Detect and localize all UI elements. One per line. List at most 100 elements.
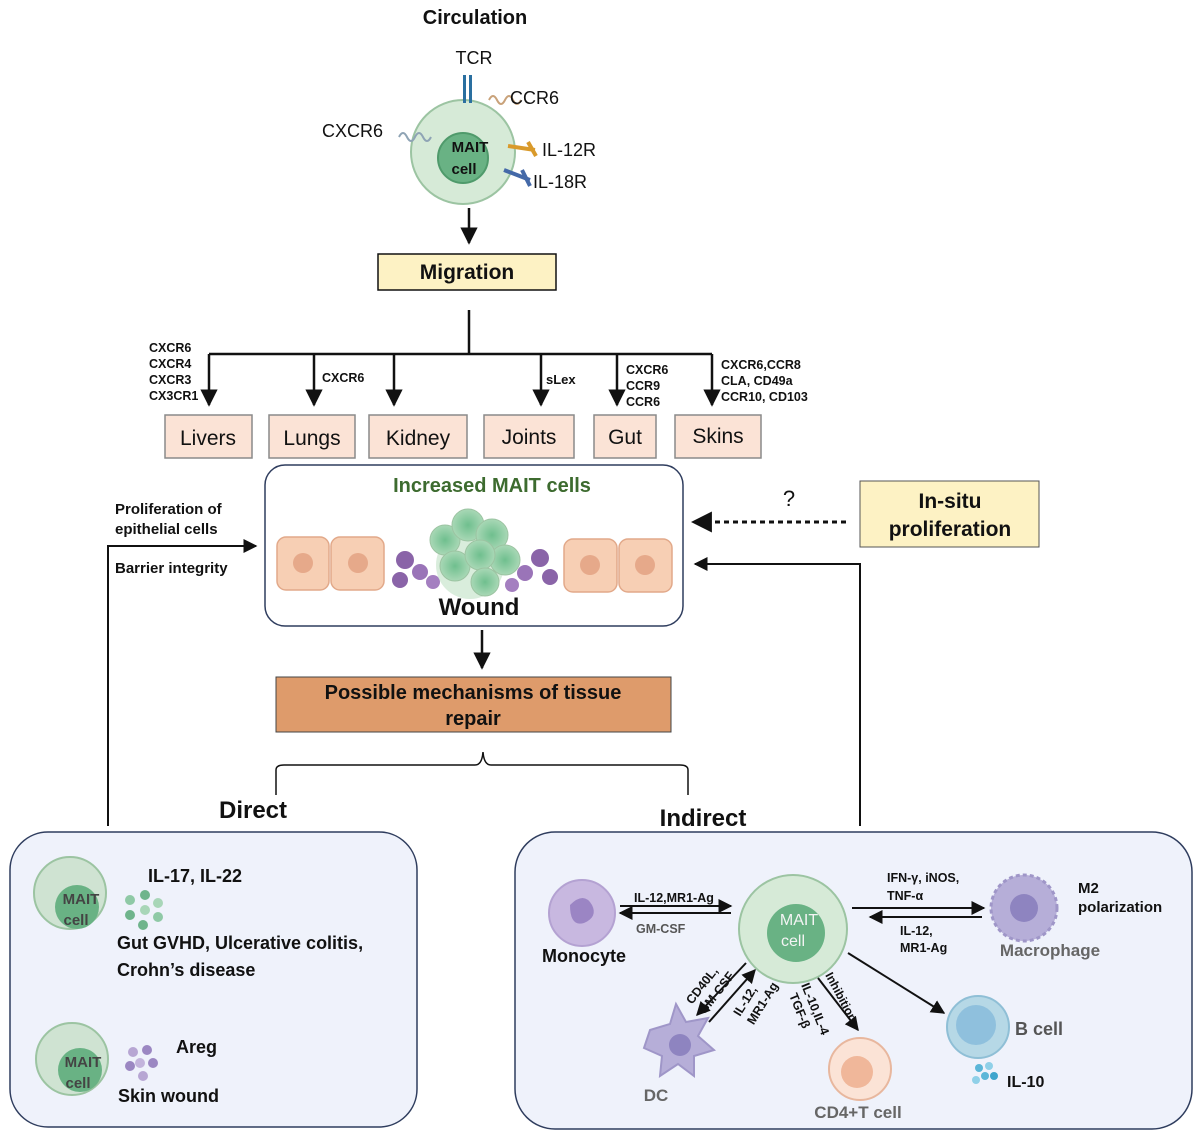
migration-tree (200, 310, 721, 407)
svg-text:Gut: Gut (608, 426, 642, 449)
svg-text:Skins: Skins (692, 425, 743, 448)
direct-skin-wound: Skin wound (118, 1086, 219, 1106)
il18r-label: IL-18R (533, 172, 587, 192)
svg-text:CLA, CD49a: CLA, CD49a (721, 374, 794, 388)
organ-skins: Skins (674, 414, 762, 459)
monocyte-icon (548, 879, 616, 947)
svg-text:CXCR4: CXCR4 (149, 357, 191, 371)
migration-box (377, 253, 557, 291)
arrow-mait-to-bcell (847, 952, 946, 1014)
circulation-title: Circulation (423, 7, 527, 29)
monocyte-label: Monocyte (542, 946, 626, 966)
svg-text:cell: cell (63, 912, 88, 929)
organ-gut: Gut (593, 414, 657, 459)
wound-title: Increased MAIT cells (393, 475, 591, 497)
ccr6-icon (488, 95, 522, 105)
note-barrier: Barrier integrity (115, 560, 228, 577)
svg-text:CXCR3: CXCR3 (149, 373, 191, 387)
wound-label: Wound (439, 594, 520, 621)
direct-panel (9, 831, 418, 1128)
svg-text:Lungs: Lungs (283, 427, 340, 450)
direct-mait-cell-1: MAIT cell (33, 856, 107, 930)
il12r-label: IL-12R (542, 140, 596, 160)
mechanisms-box (275, 676, 672, 733)
macro-from-2: MR1-Ag (900, 941, 947, 955)
arrow-dc-to-mait (708, 968, 756, 1023)
organ-lungs: Lungs (268, 414, 356, 459)
svg-text:CCR6: CCR6 (626, 395, 660, 409)
indirect-title: Indirect (660, 805, 747, 832)
migration-label: Migration (420, 261, 515, 284)
direct-mait-cell-2: MAIT cell (35, 1022, 109, 1096)
question-mark: ? (783, 486, 795, 511)
chemokines-livers: CXCR6 CXCR4 CXCR3 CX3CR1 (149, 341, 198, 403)
svg-text:Livers: Livers (180, 427, 236, 450)
il17-vesicles (125, 890, 163, 930)
bcell-icon (946, 995, 1010, 1059)
insitu-box (859, 480, 1040, 548)
mechanisms-line1: Possible mechanisms of tissue (325, 682, 622, 704)
svg-text:MAIT: MAIT (452, 139, 489, 156)
direct-areg: Areg (176, 1037, 217, 1057)
svg-text:CXCR6: CXCR6 (149, 341, 191, 355)
dc-label: DC (644, 1086, 669, 1105)
svg-text:Kidney: Kidney (386, 427, 451, 450)
organ-livers: Livers (164, 414, 253, 459)
areg-vesicles (125, 1045, 158, 1081)
arrow-mait-to-dc (696, 962, 747, 1017)
il10-vesicles (972, 1062, 998, 1084)
organ-kidney: Kidney (368, 414, 468, 459)
svg-text:CCR10, CD103: CCR10, CD103 (721, 390, 808, 404)
macrophage-label: Macrophage (1000, 941, 1100, 960)
tcell-icon (828, 1037, 892, 1101)
tcell-label: CD4+T cell (814, 1103, 901, 1122)
svg-text:CX3CR1: CX3CR1 (149, 389, 198, 403)
top-mait-cell: MAIT cell (410, 99, 516, 205)
ccr6-label: CCR6 (510, 88, 559, 108)
dc-icon (642, 1001, 717, 1079)
direct-title: Direct (219, 797, 287, 824)
chemokines-lungs: CXCR6 (322, 371, 364, 385)
macrophage-icon (989, 873, 1059, 943)
insitu-line2: proliferation (889, 518, 1012, 541)
direct-diseases-1: Gut GVHD, Ulcerative colitis, (117, 933, 363, 953)
immune-cluster (392, 508, 558, 599)
svg-text:MAIT: MAIT (65, 1054, 102, 1071)
svg-text:Joints: Joints (502, 426, 557, 449)
svg-text:CXCR6: CXCR6 (626, 363, 668, 377)
svg-text:CCR9: CCR9 (626, 379, 660, 393)
bcell-label: B cell (1015, 1019, 1063, 1039)
il12r-icon (507, 141, 538, 157)
mechanisms-line2: repair (445, 708, 501, 730)
mono-from-label: GM-CSF (636, 922, 686, 936)
organ-joints: Joints (483, 414, 575, 459)
note-proliferation-1: Proliferation of (115, 501, 223, 518)
macro-to-2: TNF-α (887, 889, 923, 903)
m2-line2: polarization (1078, 899, 1162, 916)
mono-to-label: IL-12,MR1-Ag (634, 891, 714, 905)
il10-label: IL-10 (1007, 1074, 1044, 1091)
tcr-icon (463, 75, 472, 103)
arrow-mait-to-tcell (817, 977, 859, 1032)
svg-text:MAIT: MAIT (780, 912, 818, 929)
svg-text:cell: cell (781, 933, 805, 950)
feedback-arrow-right (693, 557, 861, 826)
svg-text:CXCR6,CCR8: CXCR6,CCR8 (721, 358, 801, 372)
svg-text:cell: cell (451, 161, 476, 178)
note-proliferation-2: epithelial cells (115, 521, 218, 538)
feedback-arrow-left (107, 539, 258, 826)
split-brace (275, 751, 689, 795)
cxcr6-icon (398, 132, 432, 142)
cxcr6-label: CXCR6 (322, 121, 383, 141)
svg-text:cell: cell (65, 1075, 90, 1092)
macro-from-1: IL-12, (900, 924, 933, 938)
il18r-icon (503, 168, 532, 187)
chemokines-joints: sLex (546, 372, 576, 387)
indirect-mait-cell: MAIT cell (738, 874, 848, 984)
macro-to-1: IFN-γ, iNOS, (887, 871, 959, 885)
m2-line1: M2 (1078, 880, 1099, 897)
direct-cytokines1: IL-17, IL-22 (148, 866, 242, 886)
direct-diseases-2: Crohn’s disease (117, 960, 255, 980)
svg-text:MAIT: MAIT (63, 891, 100, 908)
